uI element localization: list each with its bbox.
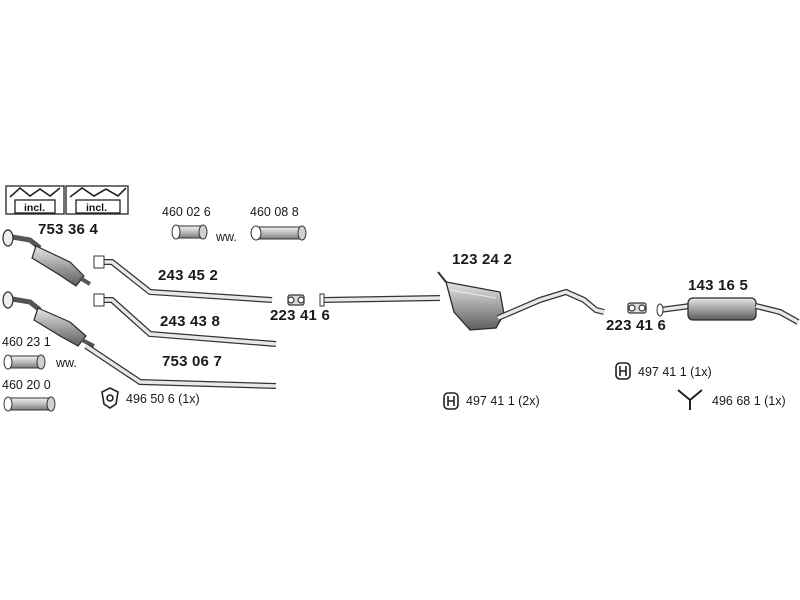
label-496-68-1: 496 68 1 (1x): [712, 394, 786, 408]
clamp-460-08-8-drawing: [250, 225, 307, 241]
clamp-460-20-0-drawing: [3, 396, 56, 412]
clamp-223-41-6-left-drawing: [287, 294, 305, 306]
middle-silencer-drawing: [319, 271, 605, 331]
label-ww-top: ww.: [216, 230, 237, 244]
kit-box-right: [65, 185, 129, 215]
mount-h-icon-mid: [443, 392, 459, 410]
label-223-41-6-right: 223 41 6: [606, 317, 666, 334]
label-496-50-6: 496 50 6 (1x): [126, 392, 200, 406]
label-753-06-7: 753 06 7: [162, 353, 222, 370]
mount-h-icon-rear: [615, 362, 631, 380]
front-pipe-243-45-2-drawing: [93, 255, 273, 303]
label-ww-left: ww.: [56, 356, 77, 370]
label-460-02-6: 460 02 6: [162, 205, 211, 219]
label-143-16-5: 143 16 5: [688, 277, 748, 294]
label-497-41-1-rear: 497 41 1 (1x): [638, 365, 712, 379]
label-460-20-0: 460 20 0: [2, 378, 51, 392]
label-497-41-1-mid: 497 41 1 (2x): [466, 394, 540, 408]
kit-box-left: [5, 185, 65, 215]
label-460-23-1: 460 23 1: [2, 335, 51, 349]
label-243-43-8: 243 43 8: [160, 313, 220, 330]
catalyst-lower-drawing: [2, 291, 95, 348]
label-460-08-8: 460 08 8: [250, 205, 299, 219]
front-pipe-243-43-8-drawing: [93, 293, 277, 347]
clamp-460-23-1-drawing: [3, 354, 46, 370]
clamp-460-02-6-drawing: [171, 224, 208, 240]
clamp-223-41-6-right-drawing: [627, 302, 647, 314]
kit-box-label-left: incl.: [24, 202, 46, 214]
label-243-45-2: 243 45 2: [158, 267, 218, 284]
front-pipe-753-06-7-drawing: [84, 343, 277, 389]
label-223-41-6-left: 223 41 6: [270, 307, 330, 324]
rear-silencer-drawing: [656, 297, 800, 325]
y-hanger-icon: [677, 389, 703, 410]
rubber-mount-icon: [101, 387, 119, 409]
label-123-24-2: 123 24 2: [452, 251, 512, 268]
catalyst-upper-drawing: [2, 229, 92, 287]
kit-box-label-right: incl.: [86, 202, 108, 214]
label-753-36-4: 753 36 4: [38, 221, 98, 238]
